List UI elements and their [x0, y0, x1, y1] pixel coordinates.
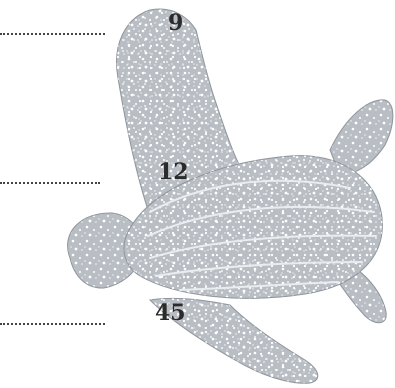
- leader-line-45: [0, 323, 105, 325]
- label-45: 45: [155, 302, 186, 324]
- leader-line-12: [0, 182, 100, 184]
- label-9: 9: [168, 12, 183, 34]
- leader-line-9: [0, 33, 105, 35]
- label-12: 12: [158, 161, 189, 183]
